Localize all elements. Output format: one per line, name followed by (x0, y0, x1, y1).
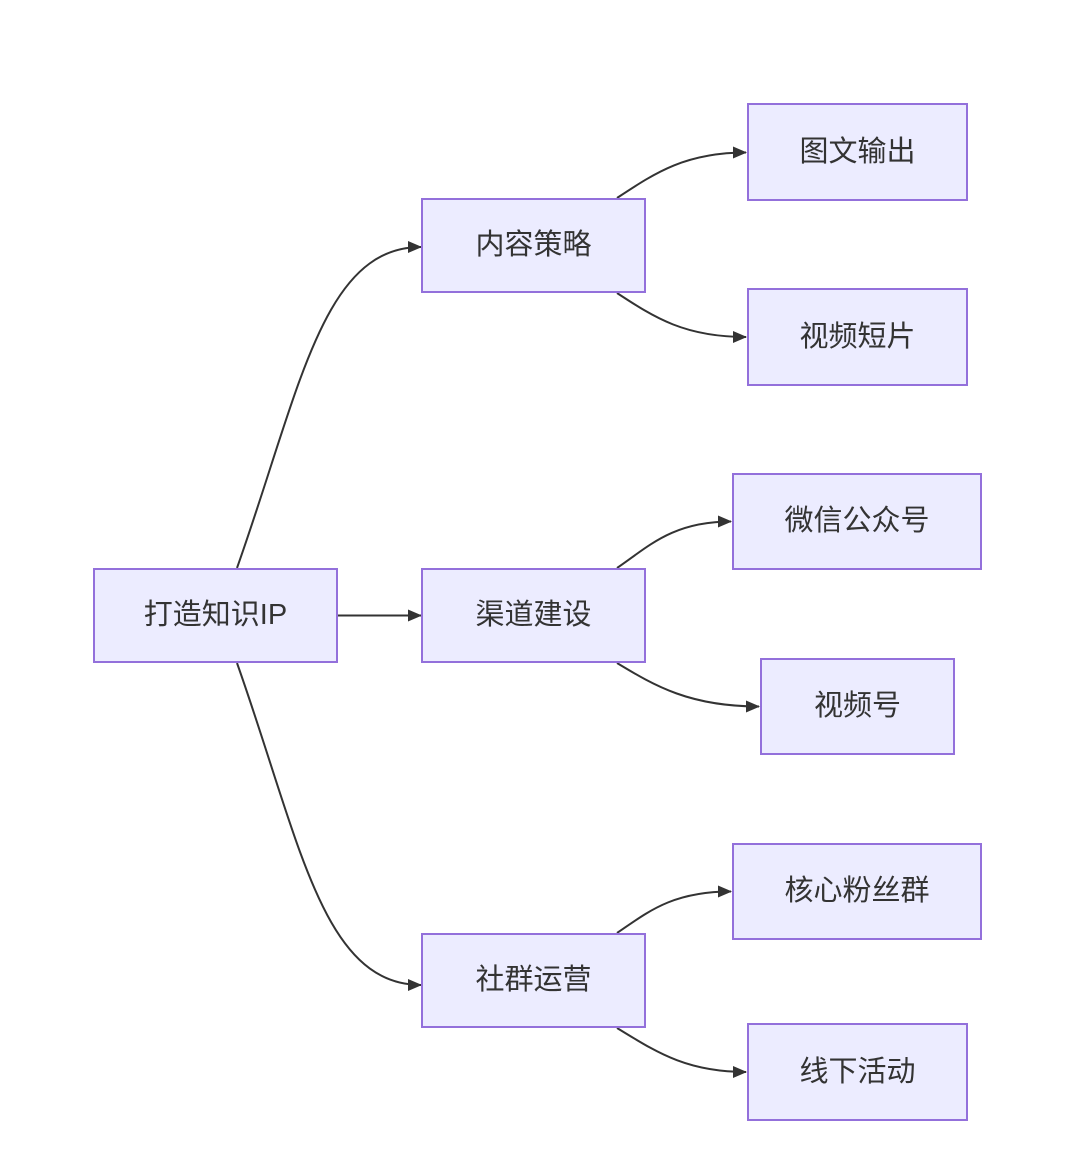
node-offline-event: 线下活动 (747, 1023, 968, 1121)
node-core-fan-group: 核心粉丝群 (732, 843, 982, 940)
edge-community-offline (616, 1027, 747, 1078)
edge-content-video-clip (616, 292, 747, 343)
node-core-fan-group-label: 核心粉丝群 (784, 875, 930, 907)
node-video-channel-label: 视频号 (813, 690, 901, 722)
node-root-label: 打造知识IP (143, 599, 288, 631)
node-content-strategy-label: 内容策略 (475, 229, 592, 261)
edge-root-content (236, 241, 422, 569)
node-video-clip: 视频短片 (747, 288, 968, 386)
edge-content-tuwen (616, 146, 747, 199)
node-channel-building: 渠道建设 (421, 568, 646, 663)
node-wechat-official-account-label: 微信公众号 (784, 505, 930, 537)
node-image-text-output: 图文输出 (747, 103, 968, 201)
edge-channel-wechat (616, 515, 732, 569)
node-video-clip-label: 视频短片 (799, 320, 916, 353)
edge-channel-video-channel (616, 662, 760, 713)
node-community-operation: 社群运营 (421, 933, 646, 1028)
node-wechat-official-account: 微信公众号 (732, 473, 982, 570)
node-community-operation-label: 社群运营 (475, 964, 592, 996)
node-image-text-output-label: 图文输出 (799, 135, 916, 168)
node-root: 打造知识IP (93, 568, 338, 663)
node-video-channel: 视频号 (760, 658, 955, 755)
node-offline-event-label: 线下活动 (799, 1055, 916, 1088)
edge-root-community (236, 662, 422, 991)
edge-community-fan-group (616, 885, 732, 934)
node-content-strategy: 内容策略 (421, 198, 646, 293)
node-channel-building-label: 渠道建设 (475, 599, 592, 631)
